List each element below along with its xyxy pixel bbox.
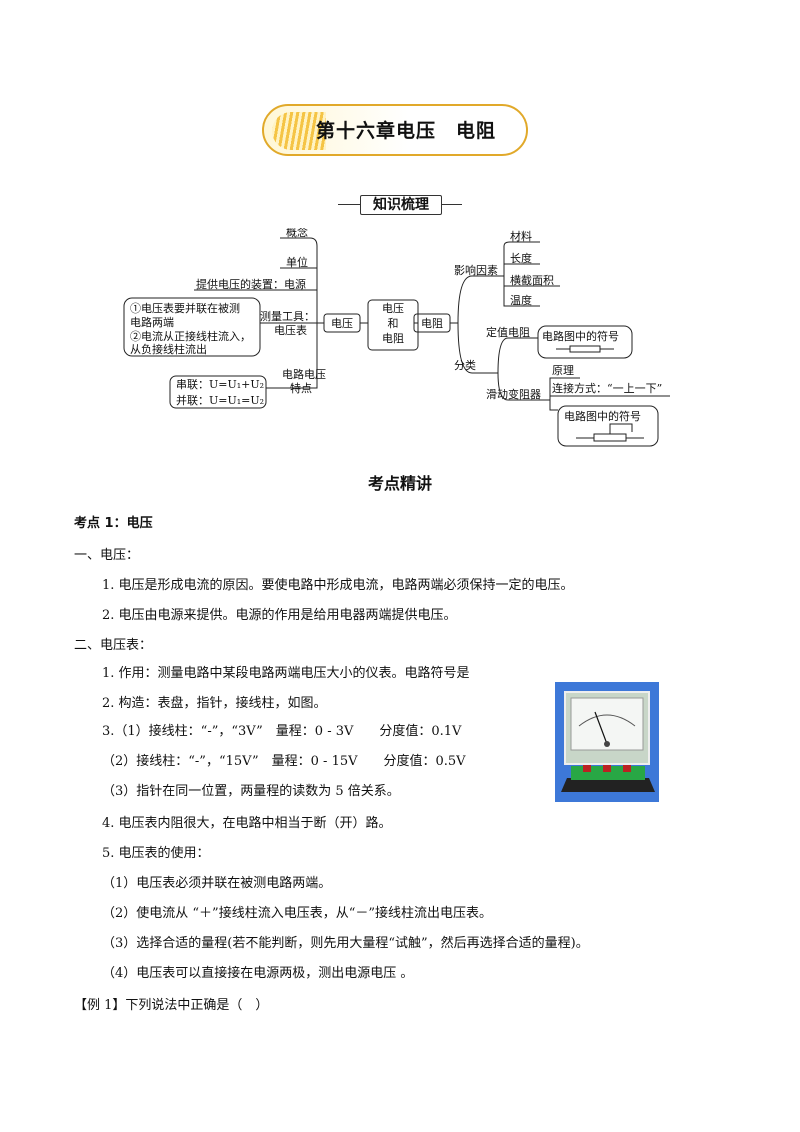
mindmap-tool-2: 电压表	[274, 323, 307, 337]
chapter-title: 第十六章电压 电阻	[315, 120, 496, 142]
kp1-title: 考点 1：电压	[74, 516, 153, 531]
mindmap-note-3: ②电流从正接线柱流入，	[130, 329, 251, 343]
mindmap-factor-1: 材料	[510, 229, 532, 243]
mindmap-note-1: ①电压表要并联在被测	[130, 301, 240, 315]
mindmap-variable-symbol: 电路图中的符号	[564, 409, 641, 423]
voltmeter-illustration	[555, 682, 659, 802]
mindmap-note-4: 从负接线柱流出	[130, 342, 207, 356]
mindmap-principle: 原理	[552, 364, 574, 377]
knowledge-mindmap: 电压 和 电阻 电压 电阻 概念 单位 提供电压的装置：电源 ①电压表要并联在被…	[123, 228, 670, 447]
s2-item-5: 5. 电压表的使用：	[102, 846, 210, 861]
s2-item-5c: （3）选择合适的量程(若不能判断，则先用大量程“试触”，然后再选择合适的量程)。	[102, 936, 589, 951]
s1-item-1: 1. 电压是形成电流的原因。要使电路中形成电流，电路两端必须保持一定的电压。	[102, 578, 574, 593]
mindmap-tool-1: 测量工具：	[260, 310, 315, 323]
mindmap-feature-2: 特点	[290, 381, 312, 395]
banner-stripes	[272, 112, 326, 150]
s2-item-3b: （2）接线柱：“-”，“15V” 量程：0 - 15V 分度值：0.5V	[102, 754, 466, 769]
section-heading: 考点精讲	[367, 474, 432, 493]
mindmap-left-node: 电压	[331, 317, 353, 330]
mindmap-variable: 滑动变阻器	[486, 387, 541, 401]
s1-title: 一、电压：	[74, 548, 140, 563]
mindmap-center-box	[367, 299, 419, 351]
mindmap-factors: 影响因素	[454, 264, 498, 277]
mindmap-center-line1: 电压	[382, 302, 404, 315]
mindmap-fixed-symbol: 电路图中的符号	[542, 329, 619, 343]
example-1: 【例 1】下列说法中正确是（ ）	[74, 998, 269, 1013]
mindmap-connection: 连接方式：“一上一下”	[552, 381, 662, 395]
mindmap-right-node: 电阻	[421, 317, 443, 330]
mindmap-center-line3: 电阻	[382, 332, 404, 345]
mindmap-parallel: 并联：U=U₁=U₂	[176, 393, 264, 407]
s1-item-2: 2. 电压由电源来提供。电源的作用是给用电器两端提供电压。	[102, 608, 457, 623]
mindmap-device: 提供电压的装置：电源	[196, 277, 306, 291]
mindmap-factor-2: 长度	[510, 251, 532, 265]
section-label: 知识梳理	[360, 195, 442, 215]
mindmap-factor-4: 温度	[510, 293, 532, 307]
mindmap-concept: 概念	[286, 228, 308, 239]
voltmeter-photo	[555, 682, 659, 802]
s2-item-3c: （3）指针在同一位置，两量程的读数为 5 倍关系。	[102, 784, 400, 799]
chapter-banner: 第十六章电压 电阻	[262, 104, 528, 156]
mindmap-series: 串联：U=U₁+U₂	[176, 378, 264, 391]
mindmap-classification: 分类	[454, 358, 476, 372]
s2-item-5b: （2）使电流从 “＋”接线柱流入电压表，从“－”接线柱流出电压表。	[102, 906, 492, 921]
section-label-box: 知识梳理	[338, 195, 462, 215]
s2-item-5d: （4）电压表可以直接接在电源两极，测出电源电压 。	[102, 966, 414, 981]
mindmap-note-2: 电路两端	[130, 316, 174, 329]
mindmap-feature-1: 电路电压	[282, 368, 326, 381]
s2-item-5a: （1）电压表必须并联在被测电路两端。	[102, 876, 332, 891]
s2-item-4: 4. 电压表内阻很大，在电路中相当于断（开）路。	[102, 816, 392, 831]
mindmap-factor-3: 横截面积	[510, 273, 554, 287]
s2-title: 二、电压表：	[74, 638, 153, 653]
mindmap-center-line2: 和	[388, 317, 399, 330]
s2-item-3: 3.（1）接线柱：“-”，“3V” 量程：0 - 3V 分度值：0.1V	[102, 724, 462, 739]
mindmap-unit: 单位	[286, 255, 308, 269]
mindmap-fixed: 定值电阻	[486, 325, 530, 339]
s2-item-2: 2. 构造：表盘，指针，接线柱，如图。	[102, 696, 327, 711]
s2-item-1: 1. 作用：测量电路中某段电路两端电压大小的仪表。电路符号是	[102, 666, 470, 681]
